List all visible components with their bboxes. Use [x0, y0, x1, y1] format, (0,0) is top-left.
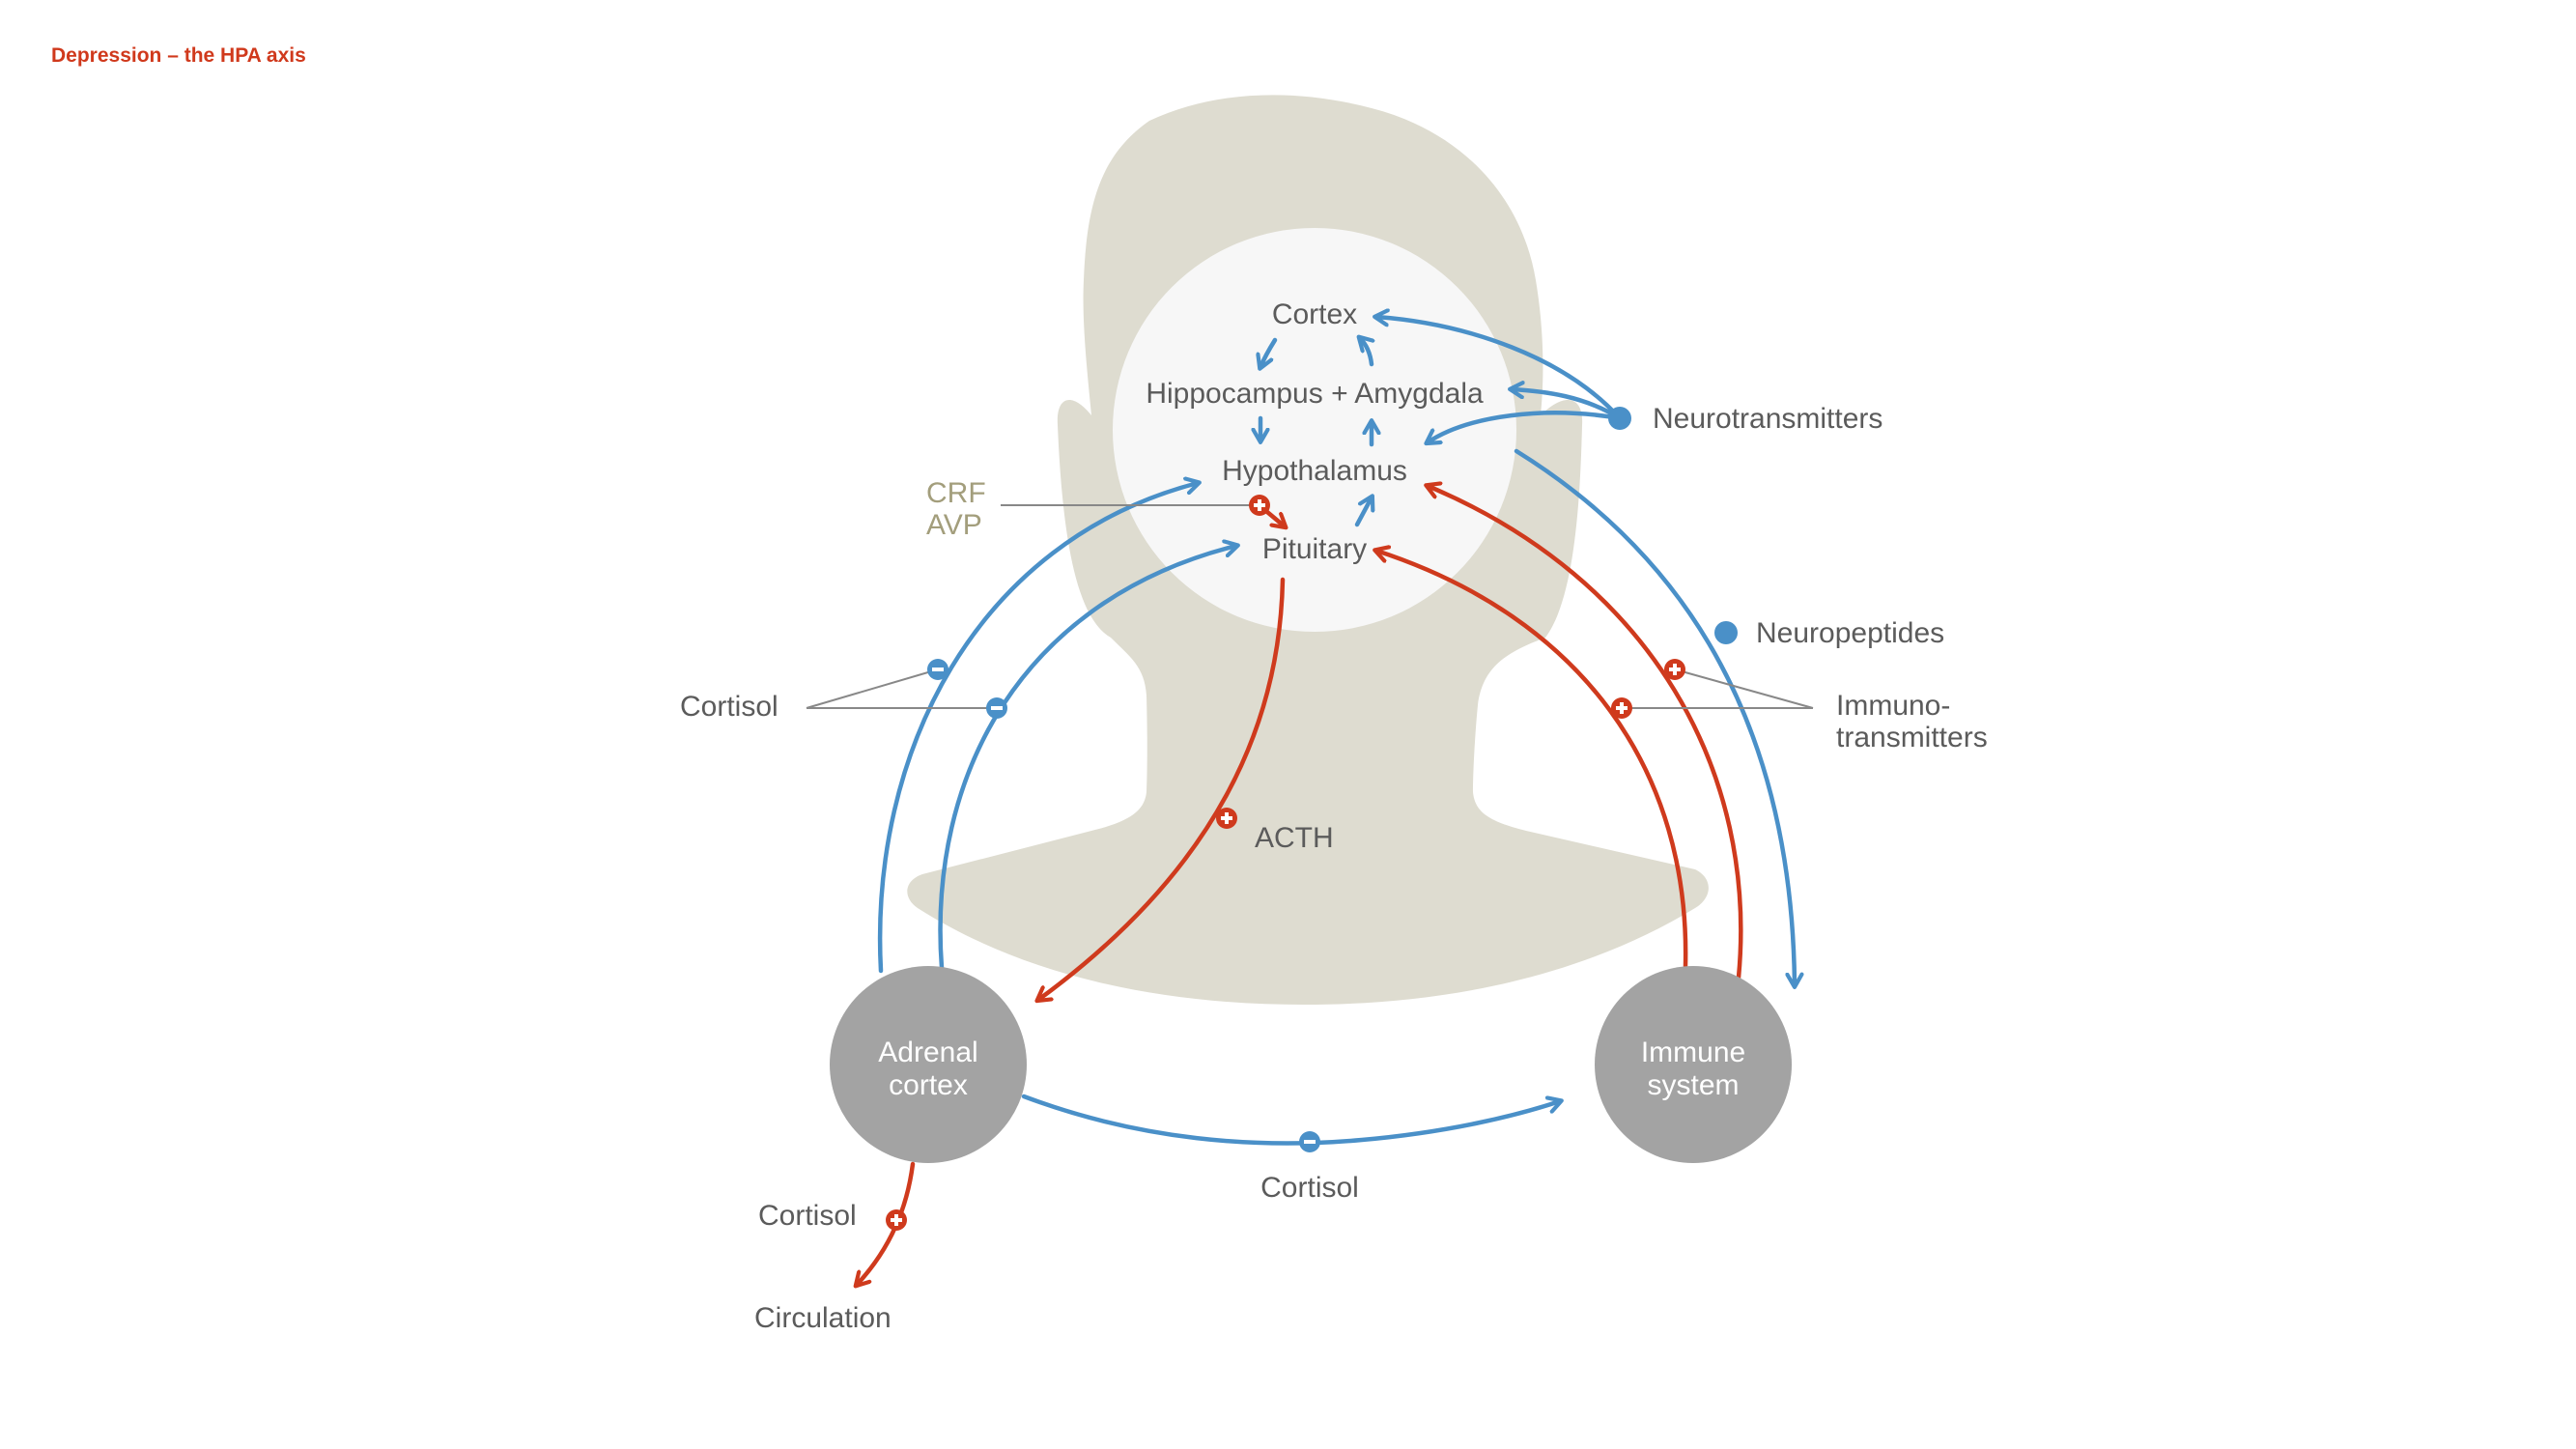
- arrow-nt-to-cortex: [1376, 317, 1623, 421]
- immuno-plus-marker-1-plus-icon: [1664, 659, 1685, 680]
- page-title: Depression – the HPA axis: [51, 44, 306, 67]
- arrow-nt-to-hypothalamus: [1428, 411, 1623, 442]
- label-hypothalamus: Hypothalamus: [1222, 455, 1407, 487]
- label-immune-1: Immune: [1641, 1037, 1745, 1068]
- label-neuropeptides: Neuropeptides: [1756, 617, 1944, 649]
- effect-markers: [886, 495, 1685, 1231]
- arrow-hypothalamus-to-pituitary: [1264, 509, 1285, 526]
- acth-plus-marker-plus-icon: [1216, 808, 1237, 829]
- cortisol-immune-minus-marker-minus-icon: [1299, 1131, 1320, 1152]
- label-avp: AVP: [926, 509, 982, 541]
- label-pituitary: Pituitary: [1262, 533, 1367, 565]
- arrow-adrenal-to-hypothalamus: [877, 483, 1198, 974]
- neuropeptides-dot: [1714, 621, 1738, 644]
- neurotransmitter-arrows: [1376, 317, 1631, 442]
- label-immune-2: system: [1647, 1069, 1739, 1101]
- head-silhouette: [907, 95, 1709, 1005]
- arrow-pituitary-to-adrenal-acth: [1038, 577, 1286, 1000]
- crf-plus-marker-plus-icon: [1249, 495, 1270, 516]
- adrenal-cortex-node: [830, 966, 1027, 1163]
- arrow-cortex-to-hippocampus: [1260, 337, 1278, 367]
- arrow-pituitary-to-hypothalamus: [1354, 497, 1372, 527]
- immune-system-node: [1595, 966, 1792, 1163]
- cortisol-minus-marker-2-minus-icon: [986, 697, 1007, 719]
- immuno-plus-marker-2-plus-icon: [1611, 697, 1632, 719]
- arrow-brain-to-immune-neuropeptides: [1514, 448, 1795, 985]
- label-adrenal-2: cortex: [889, 1069, 968, 1101]
- arrow-nt-to-hippocampus: [1512, 389, 1623, 421]
- label-transmitters: transmitters: [1836, 722, 1988, 753]
- cortisol-out-plus-marker-plus-icon: [886, 1209, 907, 1231]
- neurotransmitters-dot: [1608, 407, 1631, 430]
- leader-lines: [806, 504, 1814, 709]
- arrow-adrenal-to-circulation: [857, 1161, 916, 1285]
- brain-area: [1113, 228, 1516, 632]
- leader-cortisol-1: [806, 668, 939, 709]
- arrow-immune-to-hypothalamus: [1428, 486, 1743, 980]
- arrow-adrenal-to-immune-cortisol: [1021, 1094, 1560, 1146]
- label-circulation: Circulation: [754, 1302, 892, 1334]
- label-cortisol-immune: Cortisol: [1260, 1172, 1359, 1204]
- label-immuno: Immuno-: [1836, 690, 1950, 722]
- arrow-immune-to-pituitary: [1376, 551, 1688, 969]
- leader-immuno-1: [1674, 668, 1814, 709]
- brain-internal-arrows: [1260, 338, 1372, 526]
- label-cortisol-feedback: Cortisol: [680, 691, 778, 723]
- label-cortex: Cortex: [1272, 298, 1357, 330]
- arrow-hippocampus-to-cortex: [1360, 338, 1372, 367]
- label-hippocampus-amygdala: Hippocampus + Amygdala: [1146, 378, 1484, 410]
- label-cortisol-out: Cortisol: [758, 1200, 857, 1232]
- label-acth: ACTH: [1255, 822, 1334, 854]
- label-neurotransmitters: Neurotransmitters: [1653, 403, 1882, 435]
- label-crf: CRF: [926, 477, 986, 509]
- cortisol-minus-marker-1-minus-icon: [927, 659, 948, 680]
- label-adrenal-1: Adrenal: [878, 1037, 977, 1068]
